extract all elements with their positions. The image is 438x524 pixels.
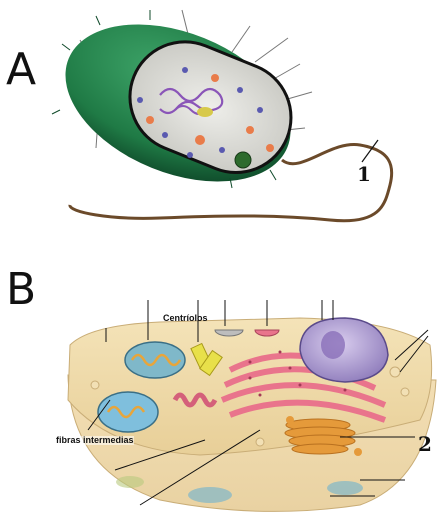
label-centriolos: Centríolos [163, 314, 208, 323]
golgi-vesicle-2 [354, 448, 362, 456]
mitochondrion-2 [98, 392, 158, 432]
lower-vesicle [188, 487, 232, 503]
golgi-vesicle [286, 416, 294, 424]
lower-vesicle-2 [327, 481, 363, 495]
nucleolus [321, 331, 345, 359]
label-number-1: 1 [357, 164, 371, 184]
panel-b-letter: B [6, 268, 36, 312]
lower-vesicle-3 [116, 476, 144, 488]
inclusion-body [235, 152, 251, 168]
eukaryotic-cell [68, 300, 436, 511]
panel-a-letter: A [6, 48, 36, 92]
label-fibras-intermedias: fibras intermedias [56, 436, 134, 445]
granule [197, 107, 213, 117]
bacterium [42, 0, 391, 221]
label-number-2: 2 [418, 434, 432, 454]
